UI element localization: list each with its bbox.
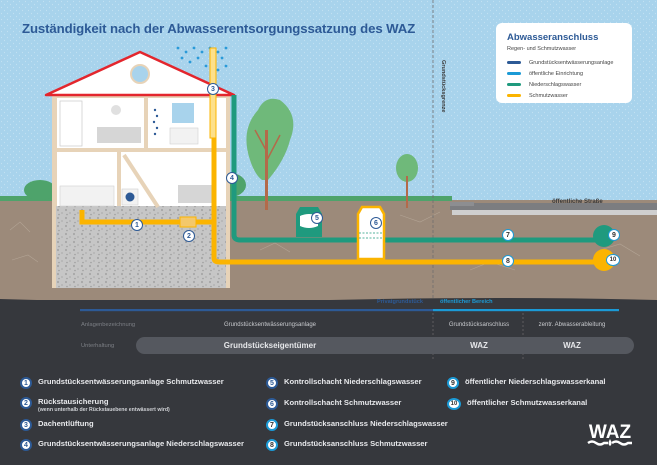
list-item: 4 Grundstücksentwässerungsanlage Nieders…: [20, 439, 244, 451]
property-boundary-label: Grundstücksgrenze: [440, 60, 446, 113]
waz-responsibility-public: WAZ: [563, 341, 581, 350]
legend-label: Schmutzwasser: [529, 92, 568, 99]
marker-3: 3: [207, 83, 219, 95]
list-item: 1 Grundstücksentwässerungsanlage Schmutz…: [20, 377, 224, 389]
item-number: 3: [20, 419, 32, 431]
item-number: 9: [447, 377, 459, 389]
list-item: 3 Dachentlüftung: [20, 419, 94, 431]
item-number: 2: [20, 397, 32, 409]
item-label: Rückstausicherung(wenn unterhalb der Rüc…: [38, 397, 170, 414]
tree-small: [396, 154, 418, 208]
legend-title: Abwasseranschluss: [507, 32, 599, 43]
list-item: 10 öffentlicher Schmutzwasserkanal: [447, 398, 587, 410]
marker-7: 7: [502, 229, 514, 241]
owner-responsibility: Grundstückseigentümer: [223, 341, 317, 350]
legend-swatch: [507, 72, 521, 75]
waves-icon: [587, 440, 632, 446]
item-number: 1: [20, 377, 32, 389]
item-number: 4: [20, 439, 32, 451]
house: [44, 50, 236, 288]
rain-drops: [176, 46, 228, 72]
item-number: 10: [447, 398, 461, 410]
item-label: Grundstücksentwässerungsanlage Niedersch…: [38, 439, 244, 448]
legend-entry: Niederschlagswasser: [507, 79, 621, 90]
item-label-text: Rückstausicherung: [38, 397, 109, 406]
list-item: 8 Grundstücksanschluss Schmutzwasser: [266, 439, 428, 451]
item-label: Grundstücksanschluss Niederschlagswasser: [284, 419, 448, 428]
street-curb-top: [450, 202, 474, 206]
legend-label: Grundstücksentwässerungsanlage: [529, 59, 614, 66]
page-title: Zuständigkeit nach der Abwasserentsorgun…: [22, 21, 416, 36]
wastewater-pipe-stack: [211, 138, 600, 265]
waz-logo: WAZ: [586, 420, 634, 455]
list-item: 5 Kontrollschacht Niederschlagswasser: [266, 377, 422, 389]
tree-large: [246, 98, 294, 210]
legend-swatch: [507, 83, 521, 86]
marker-9: 9: [608, 229, 620, 241]
private-zone-label: Privatgrundstück: [377, 299, 424, 305]
legend-swatch: [507, 61, 521, 64]
item-label: Kontrollschacht Schmutzwasser: [284, 398, 402, 407]
list-item: 9 öffentlicher Niederschlagswasserkanal: [447, 377, 606, 389]
column-anlage-private: Grundstücksentwässerungsanlage: [223, 322, 317, 328]
public-zone-bar: [433, 309, 619, 312]
list-item: 6 Kontrollschacht Schmutzwasser: [266, 398, 401, 410]
marker-8: 8: [502, 255, 514, 267]
marker-4: 4: [226, 172, 238, 184]
rainwater-pipe: [231, 95, 600, 243]
item-label: Dachentlüftung: [38, 419, 94, 428]
legend-entry: Grundstücksentwässerungsanlage: [507, 57, 621, 68]
column-anlage-connection: Grundstücksanschluss: [448, 322, 510, 328]
row-label-anlage: Anlagenbezeichnung: [81, 322, 136, 328]
marker-5: 5: [311, 212, 323, 224]
legend-label: öffentliche Einrichtung: [529, 70, 584, 77]
item-number: 7: [266, 419, 278, 431]
marker-1: 1: [131, 219, 143, 231]
street-curb: [450, 203, 657, 210]
item-note: (wenn unterhalb der Rückstauebene entwäs…: [38, 407, 170, 413]
list-item: 2 Rückstausicherung(wenn unterhalb der R…: [20, 397, 170, 414]
column-anlage-public: zentr. Abwasserableitung: [538, 322, 606, 328]
private-zone-bar: [80, 309, 433, 312]
item-number: 5: [266, 377, 278, 389]
legend-entry: öffentliche Einrichtung: [507, 68, 621, 79]
item-label: Grundstücksentwässerungsanlage Schmutzwa…: [38, 377, 224, 386]
marker-10: 10: [606, 254, 620, 266]
item-label: öffentlicher Niederschlagswasserkanal: [465, 377, 606, 386]
marker-6: 6: [370, 217, 382, 229]
waz-responsibility-connection: WAZ: [470, 341, 488, 350]
marker-2: 2: [183, 230, 195, 242]
street-surface: [452, 210, 657, 215]
item-label: Grundstücksanschluss Schmutzwasser: [284, 439, 428, 448]
item-label: öffentlicher Schmutzwasserkanal: [467, 398, 588, 407]
shower-drops: [152, 108, 159, 136]
street-label: öffentliche Straße: [552, 199, 603, 205]
legend-subtitle: Regen- und Schmutzwasser: [507, 46, 577, 52]
legend-box: Abwasseranschluss Regen- und Schmutzwass…: [496, 23, 632, 103]
backflow-valve: [179, 216, 197, 228]
item-label: Kontrollschacht Niederschlagswasser: [284, 377, 422, 386]
item-number: 8: [266, 439, 278, 451]
responsibility-bar: [136, 337, 634, 354]
water-drop-icon: [608, 439, 612, 446]
legend-swatch: [507, 94, 521, 97]
item-number: 6: [266, 398, 278, 410]
info-panel: [0, 300, 657, 465]
bush: [24, 180, 56, 200]
legend-label: Niederschlagswasser: [529, 81, 582, 88]
wastewater-pipe-inside: [79, 210, 212, 225]
legend-entry: Schmutzwasser: [507, 90, 621, 101]
row-label-unterhaltung: Unterhaltung: [81, 343, 115, 349]
list-item: 7 Grundstücksanschluss Niederschlagswass…: [266, 419, 448, 431]
public-zone-label: öffentlicher Bereich: [440, 299, 493, 305]
logo-text: WAZ: [589, 422, 632, 443]
